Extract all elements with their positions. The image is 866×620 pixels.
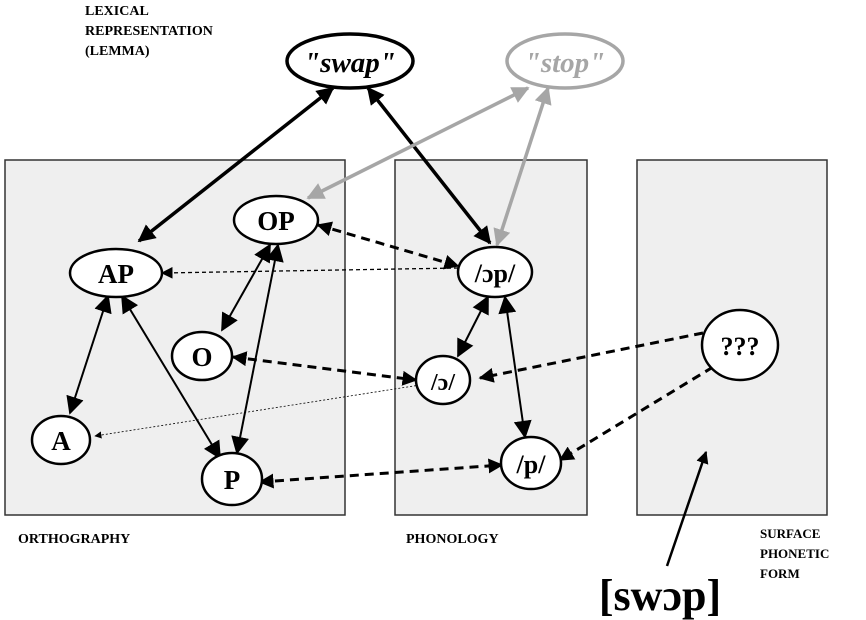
edge-op-phon-p-phon: [498, 295, 532, 439]
node-unknown: [700, 308, 780, 382]
edge-ap-a: [66, 294, 112, 415]
node-o-phon-label: /ɔ/: [430, 370, 455, 396]
surface-label-line3: FORM: [760, 566, 800, 581]
edge-op-p: [231, 243, 284, 455]
lexical-label-line2: REPRESENTATION: [85, 24, 213, 39]
surface-label-line1: SURFACE: [760, 526, 820, 541]
node-op-phon-label: /ɔp/: [474, 259, 516, 288]
node-ap: [68, 247, 164, 299]
edge-swap-ap: [137, 86, 335, 243]
node-p-label: P: [224, 465, 241, 495]
node-swap-label: "swap": [304, 47, 396, 79]
lexical-label-line3: (LEMMA): [85, 44, 150, 59]
node-p-phon-label: /p/: [516, 450, 547, 479]
edge-surface-panel: [665, 450, 709, 567]
edge-p-p-phon: [258, 458, 504, 489]
node-ap-label: AP: [98, 259, 134, 289]
edge-op-phon-ap: [160, 266, 459, 279]
edge-stop-op-phon: [493, 86, 552, 247]
node-op-label: OP: [257, 206, 295, 236]
edge-ap-p: [121, 294, 221, 460]
edge-stop-op: [306, 86, 530, 200]
edge-unknown-o-phon: [478, 331, 704, 383]
phonology-label: PHONOLOGY: [406, 532, 499, 547]
node-o-phon: [414, 354, 472, 406]
node-p: [200, 451, 264, 507]
edge-op-phon-o-phon: [457, 295, 489, 358]
node-p-phon: [499, 435, 563, 491]
surface-form-text: [swɔp]: [599, 571, 721, 620]
orthography-label: ORTHOGRAPHY: [18, 532, 130, 547]
node-o-label: O: [191, 342, 212, 372]
node-op: [232, 194, 320, 246]
edge-o-o-phon: [231, 351, 418, 386]
edge-op-op-phon: [316, 221, 460, 270]
node-a: [30, 414, 92, 466]
node-o: [170, 330, 234, 382]
node-stop-label: "stop": [525, 47, 606, 79]
node-a-label: A: [51, 426, 71, 456]
edge-o-phon-a: [94, 384, 421, 439]
lexical-label-line1: LEXICAL: [85, 4, 149, 19]
surface-label-line2: PHONETIC: [760, 546, 829, 561]
node-unknown-label: ???: [721, 332, 760, 361]
node-swap: [285, 32, 415, 90]
node-op-phon: [456, 245, 534, 299]
node-stop: [505, 32, 625, 90]
